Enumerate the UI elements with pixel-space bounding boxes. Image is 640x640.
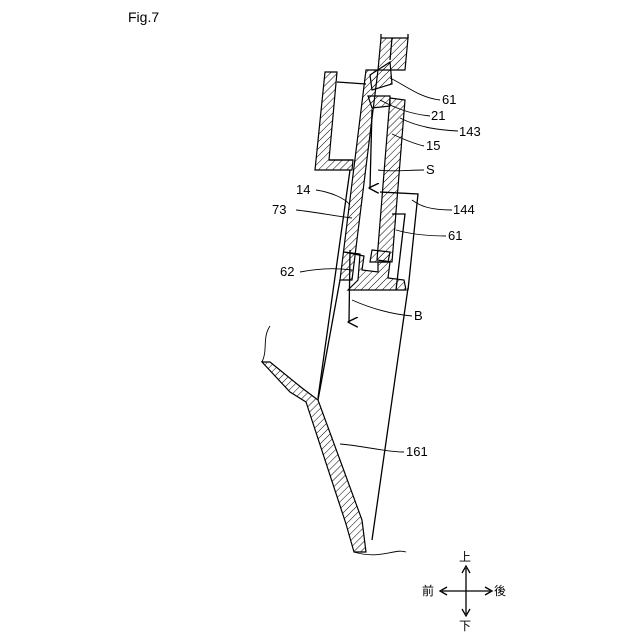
direction-rear: 後 bbox=[494, 584, 506, 598]
label-B: B bbox=[414, 308, 423, 323]
label-61-mid: 61 bbox=[448, 228, 462, 243]
label-161: 161 bbox=[406, 444, 428, 459]
label-73: 73 bbox=[272, 202, 286, 217]
label-143: 143 bbox=[459, 124, 481, 139]
figure-title: Fig.7 bbox=[128, 9, 159, 25]
label-14: 14 bbox=[296, 182, 310, 197]
label-S: S bbox=[426, 162, 435, 177]
direction-down: 下 bbox=[459, 619, 471, 633]
lower-duct-161 bbox=[262, 326, 406, 555]
label-61-top: 61 bbox=[442, 92, 456, 107]
direction-up: 上 bbox=[459, 550, 471, 564]
label-15: 15 bbox=[426, 138, 440, 153]
direction-compass bbox=[440, 566, 492, 616]
outer-wall-143 bbox=[368, 96, 405, 262]
label-62: 62 bbox=[280, 264, 294, 279]
top-cap bbox=[378, 34, 408, 70]
direction-front: 前 bbox=[422, 583, 434, 598]
label-144: 144 bbox=[453, 202, 475, 217]
label-21: 21 bbox=[431, 108, 445, 123]
